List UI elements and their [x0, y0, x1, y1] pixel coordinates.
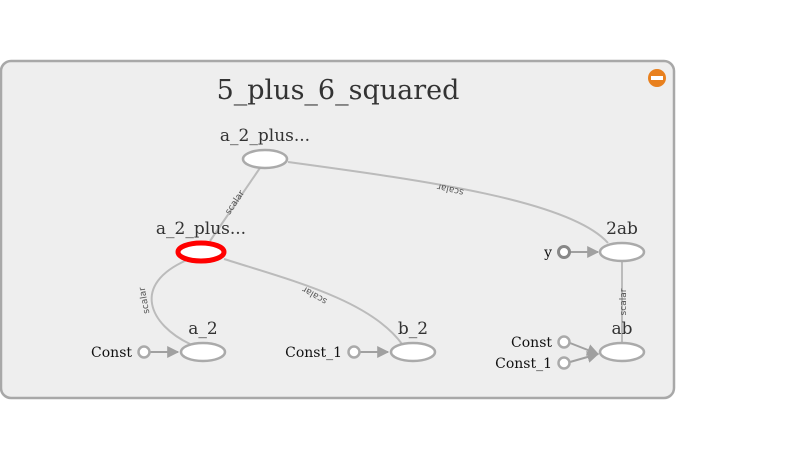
minus-bar	[651, 76, 663, 80]
input-label-const-1-ab: Const_1	[495, 356, 552, 372]
edge-label-a2-to-mid: scalar	[138, 286, 153, 314]
node-label-mid-sum: a_2_plus...	[156, 219, 246, 239]
input-circle-y[interactable]	[557, 245, 571, 259]
edge-label-ab-to-twoab: scalar	[619, 288, 629, 315]
node-mid-sum-selected[interactable]: a_2_plus...	[156, 219, 246, 264]
edge-const1-to-ab	[569, 351, 600, 363]
node-two-ab[interactable]: 2ab	[598, 219, 646, 263]
input-label-const-1-b: Const_1	[285, 345, 342, 361]
input-circle-const-1-ab[interactable]	[557, 356, 571, 370]
node-a-2[interactable]: a_2	[179, 319, 227, 363]
node-ellipse-b-2[interactable]	[389, 341, 437, 363]
node-label-ab: ab	[611, 319, 632, 339]
edge-b2-to-mid	[223, 258, 403, 345]
input-const-1-ab[interactable]: Const_1	[495, 356, 571, 372]
input-circle-const-1-b[interactable]	[347, 345, 361, 359]
input-label-const-ab: Const	[511, 335, 552, 351]
node-ellipse-mid-sum[interactable]	[175, 240, 227, 264]
input-label-y: y	[543, 245, 552, 261]
group-title: 5_plus_6_squared	[217, 75, 460, 106]
edge-twoab-to-top	[287, 161, 609, 244]
input-const-a[interactable]: Const	[91, 345, 151, 361]
node-ellipse-two-ab[interactable]	[598, 241, 646, 263]
collapse-button[interactable]	[648, 69, 666, 87]
node-b-2[interactable]: b_2	[389, 319, 437, 363]
input-const-1-b[interactable]: Const_1	[285, 345, 361, 361]
node-ellipse-ab[interactable]	[598, 341, 646, 363]
input-label-const-a: Const	[91, 345, 132, 361]
node-ellipse-top-sum[interactable]	[241, 148, 289, 170]
node-ellipse-a-2[interactable]	[179, 341, 227, 363]
node-ab[interactable]: ab	[598, 319, 646, 363]
node-label-a-2: a_2	[188, 319, 217, 339]
input-const-ab[interactable]: Const	[511, 335, 571, 351]
node-top-sum[interactable]: a_2_plus...	[220, 126, 310, 170]
node-label-two-ab: 2ab	[606, 219, 638, 239]
edge-a2-to-mid	[150, 259, 191, 345]
input-circle-const-ab[interactable]	[557, 335, 571, 349]
node-label-b-2: b_2	[398, 319, 428, 339]
node-label-top-sum: a_2_plus...	[220, 126, 310, 146]
input-circle-const-a[interactable]	[137, 345, 151, 359]
group-panel[interactable]	[0, 59, 676, 400]
edge-mid-to-top	[209, 164, 263, 242]
input-y[interactable]: y	[543, 245, 571, 261]
